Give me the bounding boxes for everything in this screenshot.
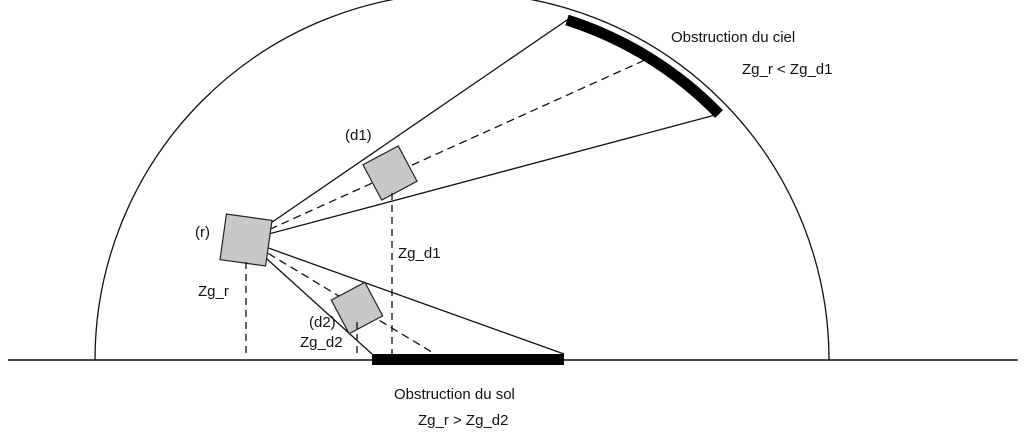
label-height-d1: Zg_d1 — [398, 245, 441, 262]
sky-dome — [94, 0, 830, 361]
label-sensor-r: (r) — [195, 224, 210, 241]
ray-r-sky-center — [245, 59, 646, 241]
label-height-r: Zg_r — [198, 283, 229, 300]
ray-r-sky-upper — [245, 19, 568, 241]
sky-obstruction-bar — [565, 14, 723, 118]
sensor-r — [219, 213, 273, 267]
label-sensor-d2: (d2) — [309, 314, 336, 331]
sensor-d2 — [330, 281, 384, 335]
label-sky-obstruction-title: Obstruction du ciel — [671, 29, 795, 46]
label-sensor-d1: (d1) — [345, 127, 372, 144]
label-height-d2: Zg_d2 — [300, 334, 343, 351]
ray-r-ground-far — [245, 239, 565, 355]
sensor-d1 — [362, 145, 418, 201]
label-ground-obstruction-relation: Zg_r > Zg_d2 — [418, 412, 508, 429]
label-ground-obstruction-title: Obstruction du sol — [394, 386, 515, 403]
label-sky-obstruction-relation: Zg_r < Zg_d1 — [742, 61, 832, 78]
ground-obstruction-bar — [372, 354, 564, 365]
ray-r-sky-lower — [245, 113, 720, 241]
